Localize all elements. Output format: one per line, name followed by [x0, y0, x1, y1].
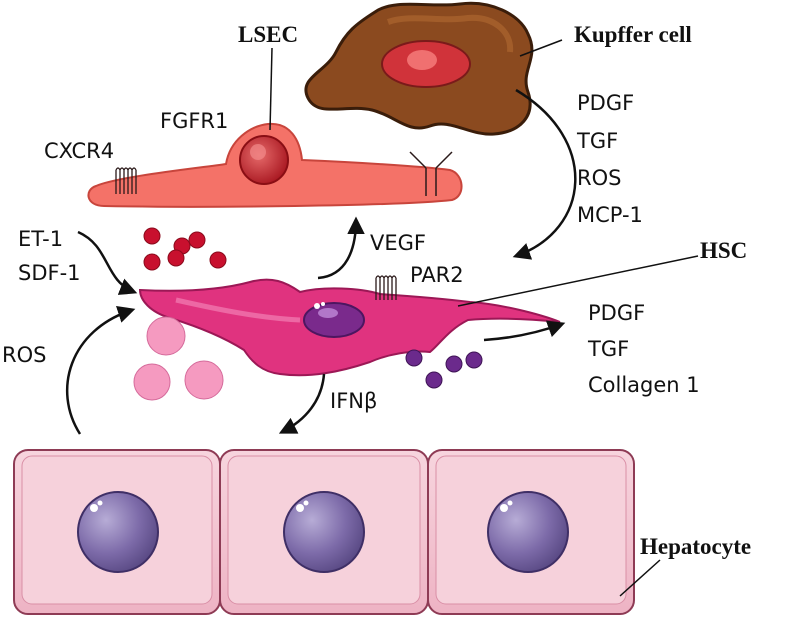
hsc-output-arrow — [483, 320, 566, 342]
sdf1-label: SDF-1 — [18, 261, 81, 285]
cxcr4-label: CXCR4 — [44, 139, 114, 163]
pink-dots-cluster — [133, 316, 224, 401]
vegf-label: VEGF — [370, 231, 426, 255]
ros-arrow — [65, 305, 136, 435]
kupffer-factor: MCP-1 — [577, 203, 643, 227]
lsec-cell — [87, 122, 463, 208]
hsc-factor: PDGF — [588, 301, 645, 325]
par2-receptor-icon — [375, 275, 397, 300]
hepatocyte-cell — [219, 449, 429, 615]
hepatocyte-cell — [13, 449, 221, 615]
hepatocyte-label: Hepatocyte — [640, 534, 751, 559]
kupffer-factors-list: PDGF TGF ROS MCP-1 — [576, 91, 643, 227]
hsc-factors-list: PDGF TGF Collagen 1 — [587, 301, 700, 397]
hsc-label: HSC — [700, 238, 747, 263]
fgfr1-label: FGFR1 — [160, 109, 228, 133]
hsc-cell — [138, 275, 561, 377]
par2-label: PAR2 — [410, 263, 464, 287]
ros-label: ROS — [2, 343, 46, 367]
kupffer-factor: PDGF — [577, 91, 634, 115]
kupffer-cell — [304, 1, 534, 136]
y-receptor-icon — [409, 151, 453, 196]
cxcr4-receptor-icon — [115, 167, 137, 194]
kupffer-factor: ROS — [577, 166, 621, 190]
hepatocyte-row — [13, 449, 635, 615]
kupffer-factor: TGF — [576, 129, 618, 153]
hsc-factor: TGF — [587, 337, 629, 361]
kupffer-label: Kupffer cell — [574, 22, 692, 47]
ifnb-arrow — [278, 373, 326, 434]
et1-label: ET-1 — [18, 227, 63, 251]
kupffer-to-hsc-arrow — [512, 88, 577, 260]
ifnb-label: IFNβ — [330, 389, 377, 413]
hepatocyte-cell — [427, 449, 635, 615]
et1-arrow — [77, 230, 138, 295]
hsc-factor: Collagen 1 — [588, 373, 700, 397]
red-dots-cluster — [143, 227, 227, 271]
lsec-label: LSEC — [238, 22, 298, 47]
vegf-arrow — [317, 216, 365, 280]
purple-dots-cluster — [405, 349, 483, 389]
